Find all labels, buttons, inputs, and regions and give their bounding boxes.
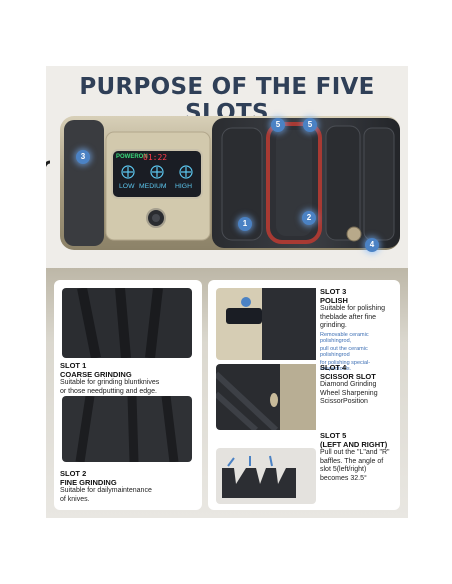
slot-1-closeup-image <box>62 288 192 358</box>
slot-2-closeup-image <box>62 396 192 462</box>
page-title: PURPOSE OF THE FIVE SLOTS <box>79 74 375 126</box>
sharpener-product-image <box>46 116 400 250</box>
slot-2-label: SLOT 2 FINE GRINDING Suitable for dailym… <box>60 469 152 503</box>
slot-marker-3: 3 <box>76 150 90 164</box>
power-indicator: POWERON <box>116 154 148 160</box>
slot-marker-5-left: 5 <box>271 118 285 132</box>
slot-1-label: SLOT 1 COARSE GRINDING Suitable for grin… <box>60 361 160 395</box>
slot-3-label: SLOT 3 POLISH Suitable for polishing the… <box>320 287 398 373</box>
mode-medium-label: MEDIUM <box>139 183 167 190</box>
slot-1-2-card: SLOT 1 COARSE GRINDING Suitable for grin… <box>54 280 202 510</box>
slot-5-closeup-image <box>216 448 316 504</box>
slot-marker-1: 1 <box>238 217 252 231</box>
mode-low-label: LOW <box>119 183 135 190</box>
slot-5-label: SLOT 5 (LEFT AND RIGHT) Pull out the "L"… <box>320 431 390 482</box>
slot-marker-4: 4 <box>365 238 379 252</box>
slot-3-note: Removable ceramic polishingrod, <box>320 331 369 345</box>
slot-marker-5-right: 5 <box>303 118 317 132</box>
timer-readout: 01:22 <box>143 153 168 162</box>
mode-high-label: HIGH <box>175 183 192 190</box>
crosshair-circle-icon <box>150 165 164 179</box>
slot-4-label: SLOT 4 SCISSOR SLOT Diamond Grinding Whe… <box>320 363 378 405</box>
slot-3-closeup-image <box>216 288 316 360</box>
crosshair-circle-icon <box>121 165 135 179</box>
crosshair-circle-icon <box>179 165 193 179</box>
slot-4-closeup-image <box>216 364 316 430</box>
slot-3-4-5-card: SLOT 3 POLISH Suitable for polishing the… <box>208 280 400 510</box>
power-button[interactable] <box>146 208 166 228</box>
lcd-display: POWERON 01:22 LOW MEDIUM HIGH <box>113 151 201 197</box>
slot-marker-2: 2 <box>302 211 316 225</box>
